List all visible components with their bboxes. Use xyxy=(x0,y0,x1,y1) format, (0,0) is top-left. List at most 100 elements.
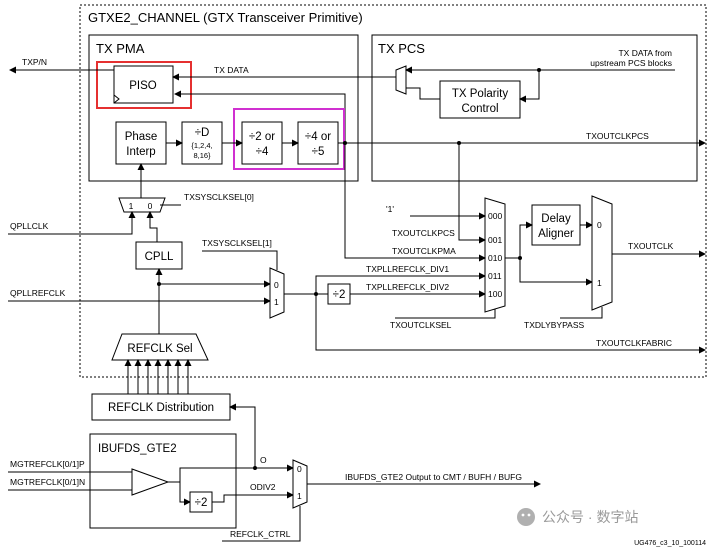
refclk-distribution-label: REFCLK Distribution xyxy=(108,402,214,414)
piso-highlight xyxy=(96,61,192,109)
txoutclksel-mux xyxy=(484,197,506,313)
out-mux-1: 1 xyxy=(597,278,602,288)
tx-polarity-block xyxy=(439,80,521,119)
txoutclkpcs-top-label: TXOUTCLKPCS xyxy=(586,131,649,141)
tx-data-label: TX DATA xyxy=(214,65,249,75)
tx-data-from-line1: TX DATA from xyxy=(618,48,672,58)
div-d-line1: ÷D xyxy=(195,127,210,139)
refclk-ctrl-wire xyxy=(222,506,301,542)
out-mux-0: 0 xyxy=(597,220,602,230)
div-4-5-line2: ÷5 xyxy=(312,146,325,158)
div-d-line3: 8,16} xyxy=(193,151,211,160)
mux-sel-0: 0 xyxy=(148,201,153,211)
piso-block xyxy=(113,65,174,104)
txoutclkpcs-label: TXOUTCLKPCS xyxy=(392,228,455,238)
txoutclksel-label: TXOUTCLKSEL xyxy=(390,320,452,330)
mgtrefclkn-label: MGTREFCLK[0/1]N xyxy=(10,477,85,487)
pll-select-mux xyxy=(118,197,166,213)
ibufds-out-mux xyxy=(292,459,308,509)
premux-0: 0 xyxy=(274,280,279,290)
div2-label: ÷2 xyxy=(333,289,346,301)
tx-pcs-boundary xyxy=(371,34,698,182)
odiv2-wire xyxy=(212,491,294,503)
m-000: 000 xyxy=(488,211,502,221)
div2-b-label: ÷2 xyxy=(195,497,208,509)
refclk-bus xyxy=(124,359,192,394)
div-4-5-line1: ÷4 or xyxy=(305,131,331,143)
div-d-line2: {1,2,4, xyxy=(191,141,212,150)
txpllrefclk-div1-label: TXPLLREFCLK_DIV1 xyxy=(366,264,449,274)
ibufds-out-label: IBUFDS_GTE2 Output to CMT / BUFH / BUFG xyxy=(345,472,522,482)
refclk-sel-label: REFCLK Sel xyxy=(127,343,192,355)
txoutclk-mux xyxy=(591,195,613,311)
refclk-sel-block xyxy=(111,333,209,361)
o-to-dist-wire xyxy=(229,403,256,468)
txsysclksel1-label: TXSYSCLKSEL[1] xyxy=(202,238,272,248)
tx-data-from-line2: upstream PCS blocks xyxy=(590,58,672,68)
refclk-ctrl-label: REFCLK_CTRL xyxy=(230,529,291,539)
tx-polarity-line2: Control xyxy=(461,103,498,115)
junction xyxy=(518,256,522,260)
m-010: 010 xyxy=(488,253,502,263)
mux-sel-1: 1 xyxy=(129,201,134,211)
divider-highlight xyxy=(233,108,345,170)
watermark: 公众号 · 数字站 xyxy=(517,508,638,526)
refclk-distribution-block xyxy=(91,393,231,421)
to-aligner-wire xyxy=(505,221,533,259)
txpn-label: TXP/N xyxy=(22,57,47,67)
to-div2-wire xyxy=(179,482,191,506)
bypass-wire xyxy=(519,258,593,286)
mgtrefclkp-label: MGTREFCLK[0/1]P xyxy=(10,459,85,469)
div-2-4-line1: ÷2 or xyxy=(249,131,275,143)
o-label: O xyxy=(260,455,267,465)
phase-interp-line1: Phase xyxy=(125,131,158,143)
txoutclkpcs-mux-wire xyxy=(458,143,486,244)
txoutclkpma-label: TXOUTCLKPMA xyxy=(392,246,456,256)
ib-mux-1: 1 xyxy=(297,491,302,501)
polarity-out-wire xyxy=(406,87,440,100)
cpll-out-wire xyxy=(146,211,158,242)
qpllclk-label: QPLLCLK xyxy=(10,221,49,231)
txoutclksel-ctrl-wire xyxy=(395,309,496,319)
qpllclk-wire xyxy=(8,211,136,235)
ibufds-buffer xyxy=(131,468,170,496)
txoutclkfabric-label: TXOUTCLKFABRIC xyxy=(596,338,672,348)
figure-id: UG476_c3_10_100114 xyxy=(634,540,706,547)
premux-1: 1 xyxy=(274,297,279,307)
piso-label: PISO xyxy=(129,80,157,92)
odiv2-label: ODIV2 xyxy=(250,482,276,492)
junction xyxy=(157,282,161,286)
div1-wire xyxy=(315,272,486,294)
tx-pma-title: TX PMA xyxy=(96,41,145,56)
delay-aligner-line1: Delay xyxy=(541,213,571,225)
div-2-4-block xyxy=(241,121,283,165)
div-4-5-block xyxy=(297,121,339,165)
one-const-label: '1' xyxy=(386,204,394,214)
ibufds-label: IBUFDS_GTE2 xyxy=(98,443,177,455)
watermark-text: 公众号 · 数字站 xyxy=(542,509,638,525)
txoutclkfabric-wire xyxy=(315,294,706,354)
txoutclk-label: TXOUTCLK xyxy=(628,241,674,251)
txpllrefclk-div2-label: TXPLLREFCLK_DIV2 xyxy=(366,282,449,292)
txdlybypass-label: TXDLYBYPASS xyxy=(524,320,584,330)
m-001: 001 xyxy=(488,235,502,245)
channel-boundary xyxy=(79,4,707,378)
cpll-label: CPLL xyxy=(145,251,174,263)
m-011: 011 xyxy=(488,271,502,281)
div-d-block xyxy=(181,121,223,165)
tx-pcs-title: TX PCS xyxy=(378,41,425,56)
div-2-4-line2: ÷4 xyxy=(256,146,269,158)
channel-title: GTXE2_CHANNEL (GTX Transceiver Primitive… xyxy=(88,10,363,25)
pcs-mux xyxy=(395,65,407,95)
txoutclkpma-wire xyxy=(344,143,486,262)
txdlybypass-wire xyxy=(560,307,603,319)
qpllrefclk-label: QPLLREFCLK xyxy=(10,288,66,298)
refclk-premux xyxy=(269,267,285,319)
txsysclksel0-label: TXSYSCLKSEL[0] xyxy=(184,192,254,202)
phase-interp-line2: Interp xyxy=(126,146,155,158)
delay-aligner-line2: Aligner xyxy=(538,228,574,240)
polarity-in-wire xyxy=(519,70,540,103)
txsysclksel1-wire xyxy=(202,250,278,270)
tx-polarity-line1: TX Polarity xyxy=(452,88,508,100)
